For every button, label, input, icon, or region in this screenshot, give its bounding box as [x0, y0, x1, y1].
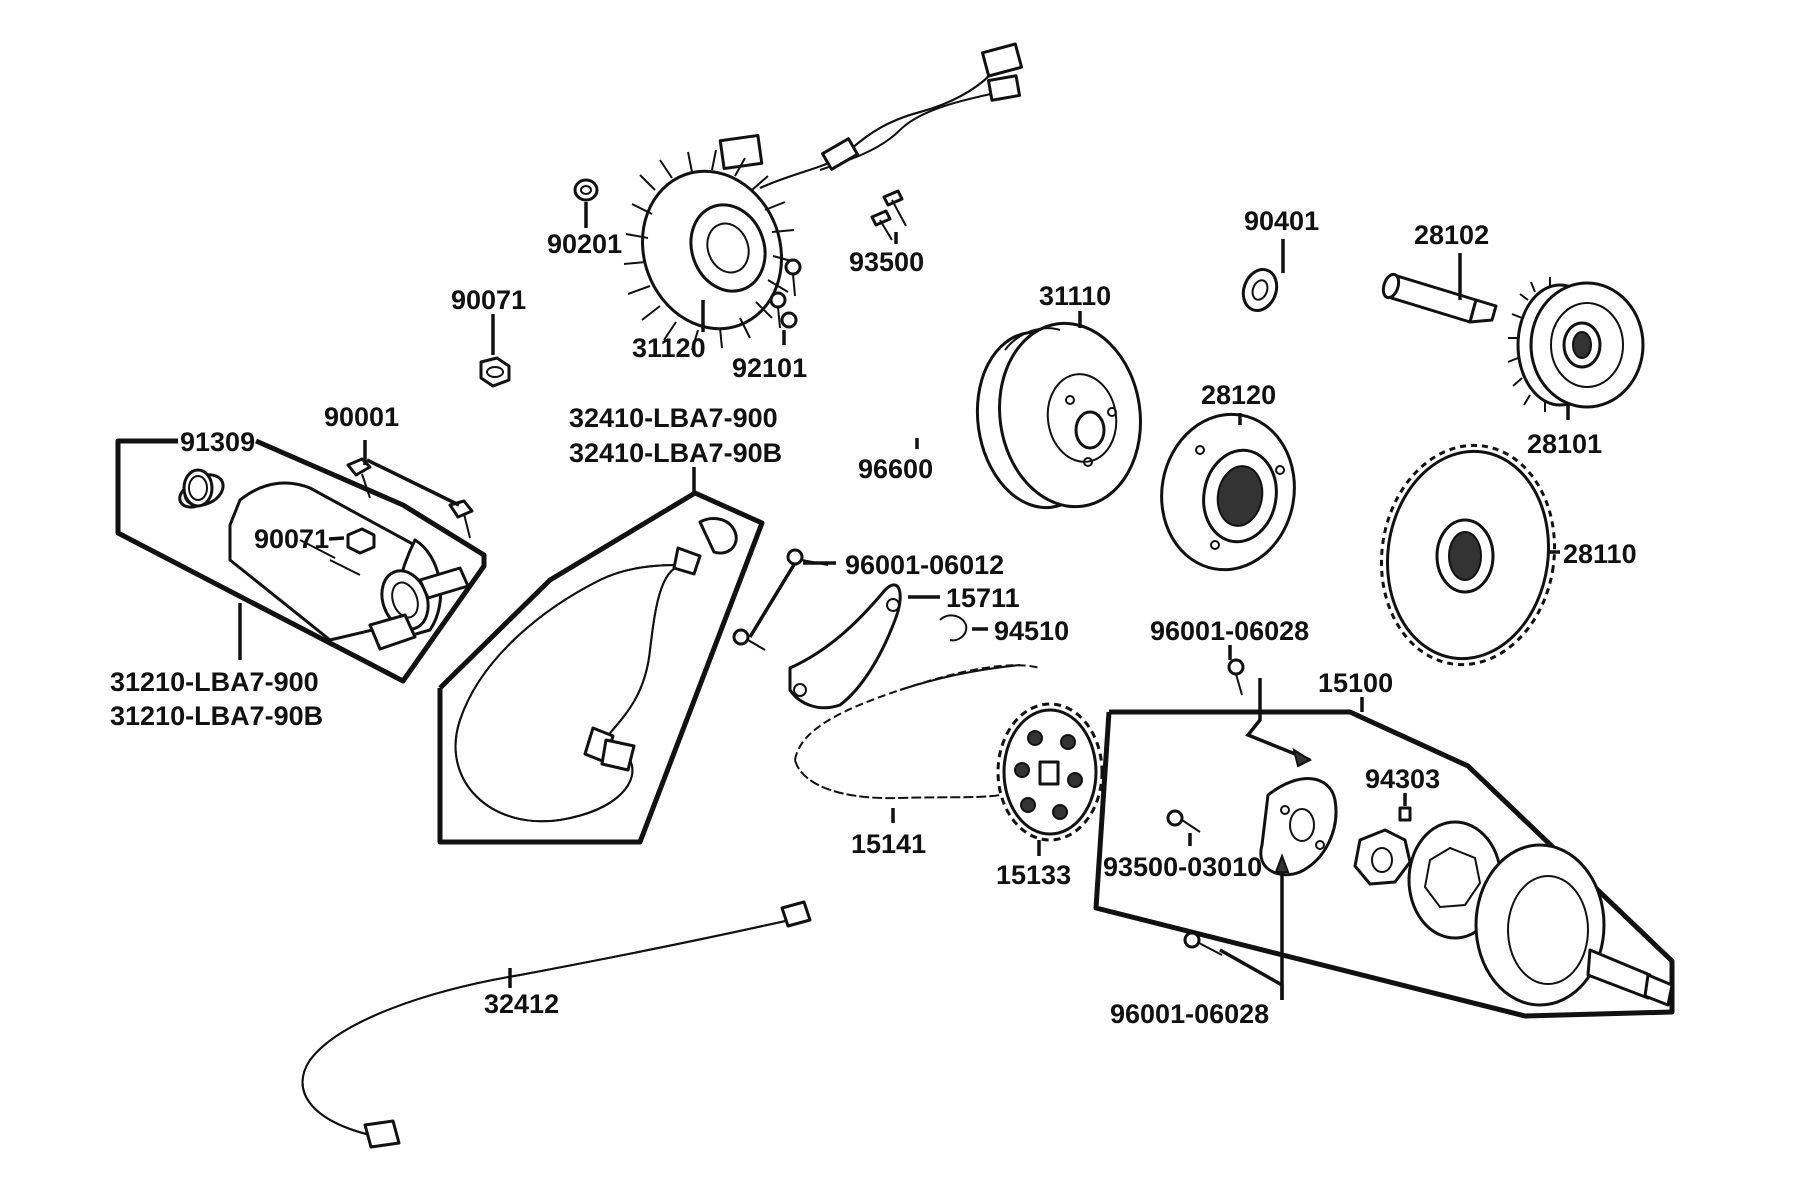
label-90201: 90201 [547, 229, 622, 259]
label-96001-06028-top: 96001-06028 [1150, 616, 1309, 646]
label-31110: 31110 [1039, 281, 1111, 311]
clip-94510 [939, 614, 968, 642]
label-90071-motor: 90071 [254, 524, 329, 554]
leader-lines [238, 202, 1570, 1000]
label-28101: 28101 [1527, 429, 1602, 459]
o-ring-91309 [182, 468, 214, 508]
chain-guide [788, 583, 902, 710]
label-96600: 96600 [858, 454, 933, 484]
label-92101: 92101 [732, 353, 807, 383]
label-91309: 91309 [180, 427, 255, 457]
label-31210-lba7-90b: 31210-LBA7-90B [110, 701, 323, 731]
starter-driven-gear [1379, 443, 1557, 667]
label-32410-lba7-90b: 32410-LBA7-90B [569, 438, 782, 468]
label-31120: 31120 [632, 333, 706, 363]
label-28120: 28120 [1201, 380, 1276, 410]
label-28110: 28110 [1563, 539, 1637, 569]
label-28102: 28102 [1414, 220, 1489, 250]
label-31210-lba7-900: 31210-LBA7-900 [110, 667, 319, 697]
washer-90201 [573, 178, 599, 202]
bolt-96001-06012 [732, 548, 829, 651]
drive-chain [794, 664, 1041, 800]
pin-94303 [1398, 806, 1412, 822]
starter-clutch [1160, 412, 1296, 572]
label-96001-06012: 96001-06012 [845, 550, 1004, 580]
idle-gear [1507, 277, 1645, 412]
label-15100: 15100 [1318, 668, 1393, 698]
stator-assembly [623, 42, 1024, 351]
nut-90071-motor [346, 527, 376, 555]
screws-93500 [870, 189, 907, 241]
part-labels: 90201 93500 90071 31120 92101 90001 9130… [110, 206, 1637, 1029]
starter-motor [178, 473, 470, 651]
label-32412: 32412 [484, 989, 559, 1019]
label-90001: 90001 [324, 402, 399, 432]
stator-teeth [623, 149, 796, 351]
screws-92101 [769, 258, 802, 329]
flywheel-rotor [975, 321, 1142, 510]
label-90401: 90401 [1244, 206, 1319, 236]
bolt-96001-06028-bottom [1183, 931, 1223, 956]
label-94303: 94303 [1365, 764, 1440, 794]
starter-cable-frame [437, 490, 765, 845]
pump-sprocket [996, 702, 1104, 842]
label-93500-03010: 93500-03010 [1103, 852, 1262, 882]
label-94510: 94510 [994, 616, 1069, 646]
label-15711: 15711 [946, 583, 1020, 613]
label-15133: 15133 [996, 860, 1071, 890]
bolt-90071-top [479, 356, 511, 388]
label-90071-top: 90071 [451, 285, 526, 315]
starter-cable [454, 517, 738, 823]
idle-gear-shaft [1381, 272, 1498, 324]
pump-body [1474, 843, 1674, 1007]
label-32410-lba7-900: 32410-LBA7-900 [569, 403, 778, 433]
starter-motor-frame [115, 438, 487, 684]
ground-cable [301, 900, 812, 1149]
screw-93500-03010 [1166, 809, 1201, 833]
label-15141: 15141 [851, 829, 926, 859]
washer-90401 [1241, 268, 1279, 312]
label-93500: 93500 [849, 247, 924, 277]
oil-pump-cover [1259, 777, 1338, 877]
bolt-96001-06028-top [1227, 658, 1245, 696]
inner-rotor [1353, 828, 1412, 886]
label-96001-06028-bottom: 96001-06028 [1110, 999, 1269, 1029]
